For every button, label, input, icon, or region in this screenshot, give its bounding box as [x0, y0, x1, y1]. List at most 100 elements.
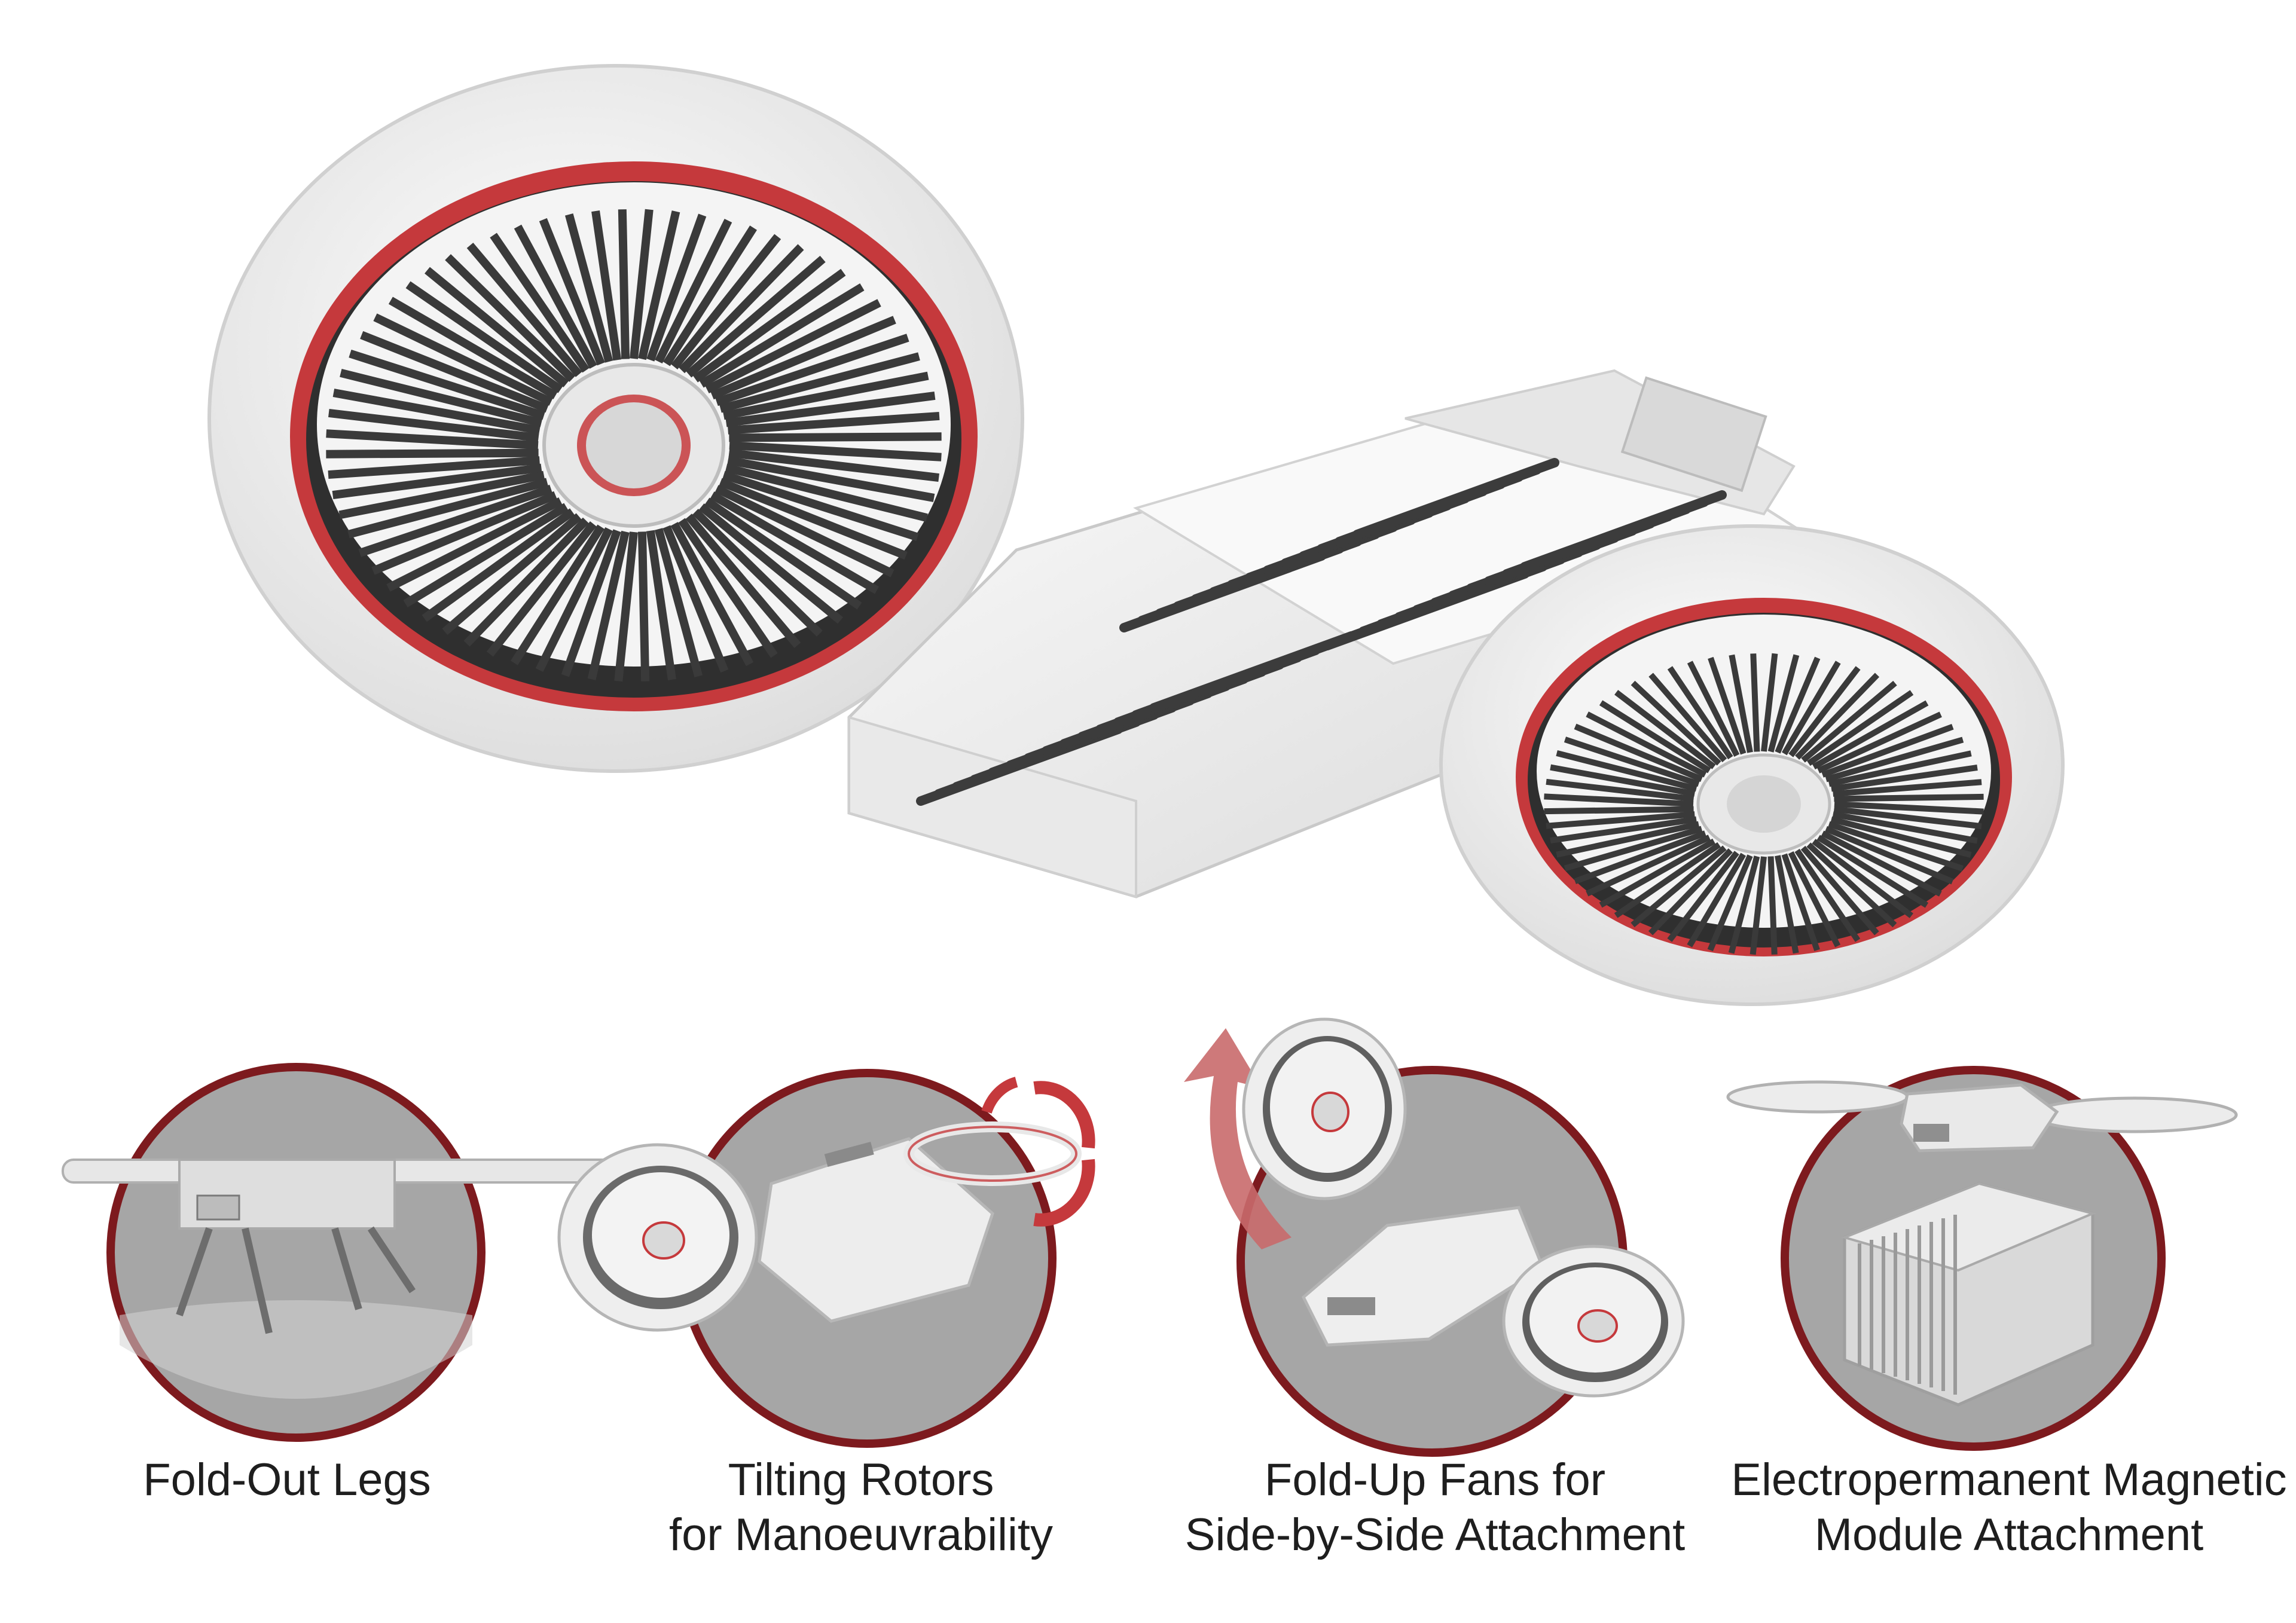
fan-blade	[326, 448, 539, 459]
fan-blade	[486, 521, 597, 657]
fan-blade	[1546, 811, 1695, 829]
feature-magnetic-module: Electropermanent Magnetic Module Attachm…	[1722, 1034, 2296, 1623]
fan-blade	[332, 389, 541, 435]
fan-blade	[1761, 653, 1778, 752]
fan-blade	[646, 530, 676, 680]
magnetic-module-illustration	[1726, 1066, 2238, 1451]
fan-blade	[1775, 855, 1799, 954]
fan-blade	[1614, 842, 1721, 918]
fan-blade	[698, 503, 843, 624]
fan-blade	[1794, 848, 1861, 942]
fan-blade	[1825, 826, 1954, 885]
drone-hero-render	[207, 64, 2065, 1006]
fan-blade	[710, 316, 896, 400]
fan-blade	[403, 503, 569, 607]
fan-blade	[722, 470, 919, 542]
feature-tilting-rotors: Tilting Rotors for Manoeuvrability	[557, 1034, 1148, 1623]
caption-line: Module Attachment	[1814, 1509, 2204, 1560]
fan-blade	[422, 508, 575, 622]
caption-line: Fold-Out Legs	[143, 1454, 431, 1505]
tilting-rotors-illustration	[557, 1069, 1095, 1448]
fan-blade	[699, 283, 865, 388]
fan-blade	[1564, 736, 1700, 787]
fan-blade	[1648, 673, 1727, 763]
fan-blade	[1687, 661, 1740, 757]
tilting-rotors-caption: Tilting Rotors for Manoeuvrability	[574, 1453, 1148, 1563]
fan-blade	[1546, 778, 1694, 802]
fold-up-fans-caption: Fold-Up Fans for Side-by-Side Attachment	[1148, 1453, 1722, 1563]
fan-blade	[328, 456, 540, 479]
vent-slot	[1520, 490, 1727, 571]
fan-blade	[671, 234, 781, 369]
fan-blade	[1767, 654, 1800, 753]
caption-line: Fold-Up Fans for	[1264, 1454, 1606, 1505]
fan-blade	[729, 441, 942, 461]
fan-blade	[1708, 656, 1747, 755]
fan-blade	[1586, 711, 1707, 778]
fan-blade	[1821, 723, 1954, 778]
fan-blade	[442, 513, 582, 635]
fan-blade	[705, 299, 881, 394]
fan-blade	[1833, 806, 1982, 830]
fan-blade	[564, 213, 613, 363]
fan-blade	[1816, 835, 1929, 908]
fan-blade	[678, 244, 804, 374]
fan-blade	[715, 485, 894, 577]
fan-blade	[1767, 856, 1778, 955]
fan-blade	[1631, 845, 1727, 928]
fan-blade	[1574, 830, 1706, 885]
fan-blade	[710, 491, 880, 594]
fan-blade	[1775, 656, 1821, 754]
fan-blade	[637, 531, 650, 681]
fan-blade	[1586, 835, 1711, 897]
fan-blade	[728, 448, 939, 482]
fan-blade	[618, 209, 630, 359]
fan-blade	[654, 528, 703, 678]
fan-blade	[1833, 779, 1982, 797]
fan-blade	[347, 478, 548, 539]
fan-blade	[725, 463, 928, 522]
fan-blade	[1707, 854, 1753, 952]
fan-blade	[1832, 811, 1978, 844]
fan-blade	[1556, 750, 1697, 792]
fan-blade	[728, 411, 940, 435]
fan-blade	[704, 497, 862, 610]
fan-blade	[1667, 851, 1739, 942]
fan-blade	[1834, 793, 1984, 802]
fan-blade	[326, 429, 539, 450]
fan-blade	[587, 530, 630, 680]
fan-blade	[535, 527, 613, 673]
fold-up-fans-illustration	[1184, 1017, 1685, 1457]
fan-blade	[1828, 750, 1972, 787]
fan-blade	[328, 408, 539, 442]
vent-slot	[1149, 631, 1356, 713]
drone-body	[847, 369, 1815, 898]
fan-blade	[1599, 838, 1716, 908]
fan-blade	[1729, 654, 1753, 753]
fan-blade	[1648, 848, 1733, 936]
caption-line: Side-by-Side Attachment	[1184, 1509, 1686, 1560]
fan-blade	[405, 281, 563, 393]
vent-slot	[1352, 458, 1559, 539]
caption-line: Electropermanent Magnetic	[1731, 1454, 2287, 1505]
fan-blade	[1801, 680, 1897, 763]
fan-blade	[1781, 661, 1841, 756]
fan-blade	[514, 224, 597, 369]
fan-blade	[1564, 826, 1703, 872]
fan-blade	[719, 352, 920, 413]
fan-blade	[1781, 853, 1820, 952]
feature-fold-out-legs: Fold-Out Legs	[0, 1034, 614, 1623]
fan-blade	[1687, 852, 1747, 947]
fan-blade	[388, 297, 558, 399]
fan-blade	[445, 254, 576, 382]
fan-blade	[386, 497, 563, 592]
fan-blade	[358, 484, 552, 557]
fan-blade	[1750, 653, 1760, 752]
fan-blade	[1631, 680, 1721, 766]
feature-fold-up-fans: Fold-Up Fans for Side-by-Side Attachment	[1148, 1017, 1722, 1623]
fan-blade	[1556, 821, 1700, 858]
fold-out-legs-caption: Fold-Out Legs	[0, 1453, 574, 1508]
fan-blade	[1544, 806, 1694, 815]
fan-blade	[1834, 801, 1984, 815]
caption-line: for Manoeuvrability	[668, 1509, 1054, 1560]
